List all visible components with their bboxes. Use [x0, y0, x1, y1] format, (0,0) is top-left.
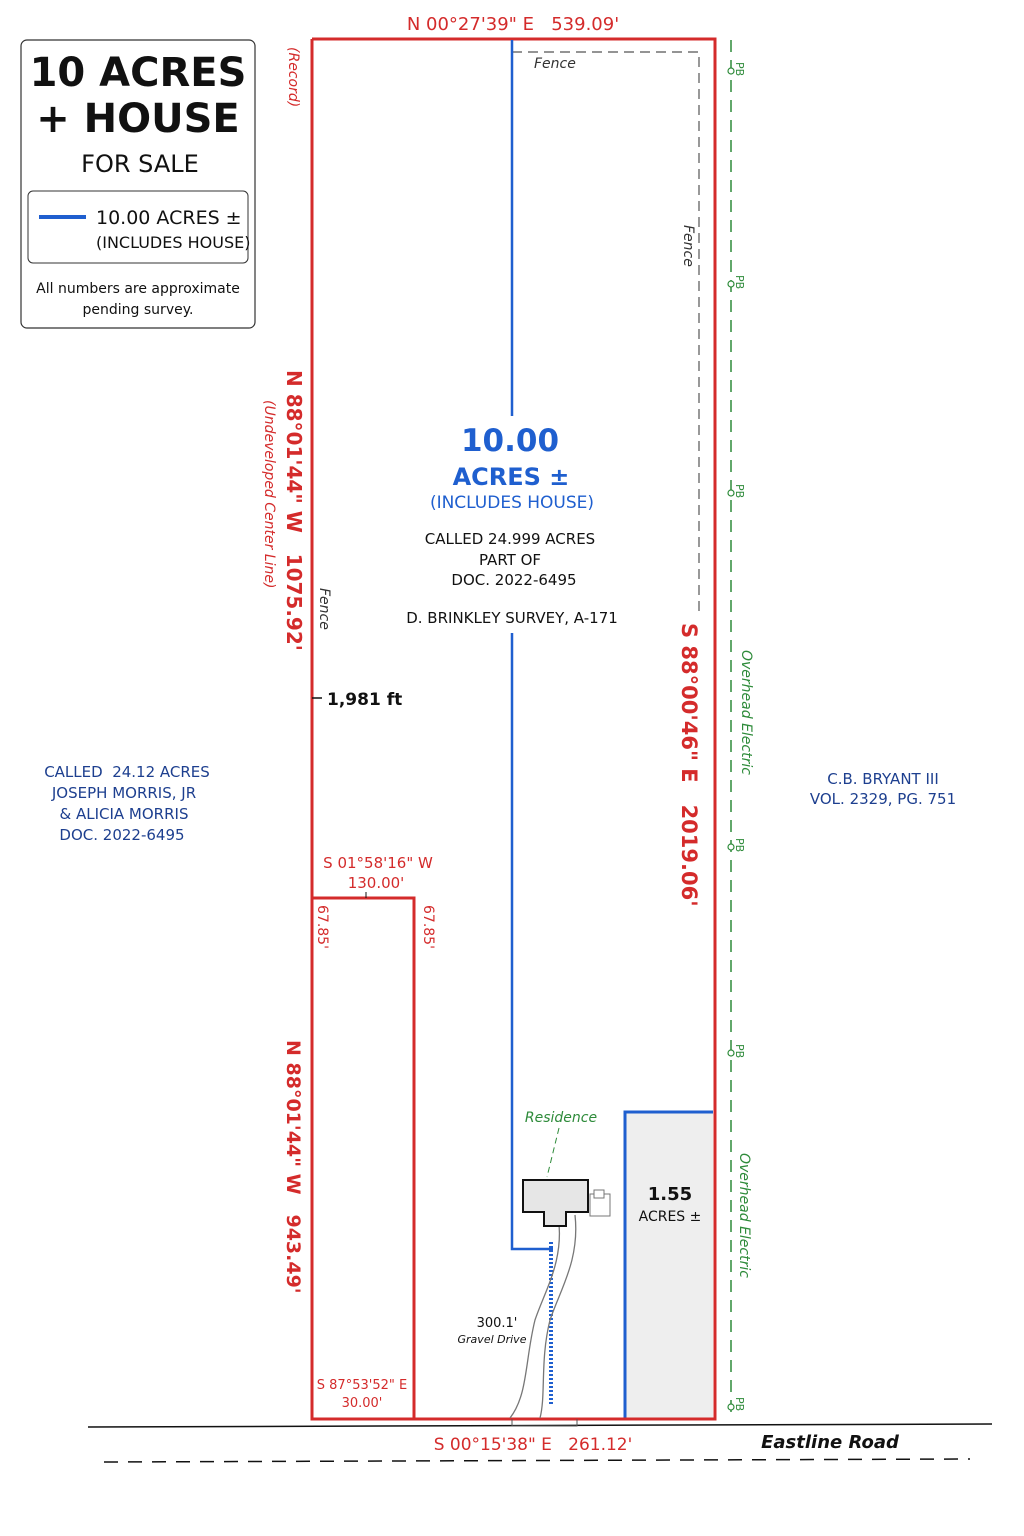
legend-key-line1: 10.00 ACRES ± [96, 207, 242, 229]
legend-title-line1: 10 ACRES [30, 50, 247, 96]
notch-right-label: 67.85' [420, 905, 436, 949]
pb-label-4: PB [733, 838, 746, 852]
legend-note-line1: All numbers are approximate [36, 281, 240, 297]
overhead-electric-label-lower: Overhead Electric [736, 1153, 752, 1278]
tract-called-line1: CALLED 24.999 ACRES [425, 530, 595, 548]
tract-acres-label: ACRES ± [453, 463, 570, 491]
drive-label: Gravel Drive [458, 1333, 527, 1346]
small-tract-area [625, 1112, 713, 1419]
small-tract-acres-label: ACRES ± [639, 1209, 702, 1225]
road-centerline [103, 1458, 971, 1463]
record-label: (Record) [285, 47, 301, 107]
pb-labels: PB PB PB PB PB PB [733, 62, 746, 1411]
tract-survey-label: D. BRINKLEY SURVEY, A-171 [406, 609, 618, 627]
notch-bottom-dist-label: 30.00' [342, 1396, 383, 1411]
west-neighbor-line1: CALLED 24.12 ACRES [44, 763, 210, 781]
south-dim-tick [511, 1419, 578, 1427]
property-boundary [310, 37, 717, 1421]
pb-label-6: PB [733, 1397, 746, 1411]
notch-top-dist-label: 130.00' [348, 874, 405, 892]
tract-acres-value: 10.00 [461, 423, 559, 459]
fence-line [512, 51, 700, 612]
ten-acre-blue-line [510, 40, 553, 1251]
pb-label-3: PB [733, 484, 746, 498]
west-upper-boundary-label: N 88°01'44" W 1075.92' [282, 370, 306, 651]
drive-length-label: 300.1' [477, 1316, 518, 1331]
east-boundary-label: S 88°00'46" E 2019.06' [677, 623, 701, 907]
small-tract-outline [623, 1110, 713, 1419]
west-neighbor-line2: JOSEPH MORRIS, JR [51, 784, 196, 802]
west-neighbor-line4: DOC. 2022-6495 [59, 826, 184, 844]
overhead-electric-label-upper: Overhead Electric [738, 650, 754, 775]
pb-label-1: PB [733, 62, 746, 76]
small-tract-acres-value: 1.55 [648, 1184, 692, 1205]
west-lower-boundary-label: N 88°01'44" W 943.49' [282, 1040, 304, 1294]
pb-label-5: PB [733, 1044, 746, 1058]
south-boundary-label: S 00°15'38" E 261.12' [434, 1435, 633, 1455]
tract-includes-label: (INCLUDES HOUSE) [430, 493, 594, 513]
tract-called-line2: PART OF [479, 551, 541, 569]
notch-bottom-bearing-label: S 87°53'52" E [317, 1378, 407, 1393]
legend-title-line2: + HOUSE [36, 96, 240, 142]
fence-label-top: Fence [534, 56, 576, 72]
fence-label-west: Fence [316, 588, 332, 630]
residence-building [522, 1179, 611, 1227]
pole-markers [727, 67, 735, 1411]
residence-leader [546, 1127, 560, 1178]
legend-note-line2: pending survey. [83, 302, 194, 318]
legend-panel: 10 ACRES + HOUSE FOR SALE 10.00 ACRES ± … [20, 39, 256, 329]
west-upper-sub-label: (Undeveloped Center Line) [261, 400, 277, 588]
road-label: Eastline Road [761, 1432, 900, 1453]
gravel-drive [509, 1214, 577, 1419]
notch-left-label: 67.85' [314, 905, 330, 949]
pb-label-2: PB [733, 275, 746, 289]
notch-top-bearing-label: S 01°58'16" W [323, 854, 433, 872]
residence-label: Residence [525, 1110, 597, 1126]
legend-for-sale: FOR SALE [81, 150, 199, 178]
length-marker-label: 1,981 ft [327, 690, 402, 710]
north-boundary-label: N 00°27'39" E 539.09' [407, 14, 619, 35]
east-neighbor-line1: C.B. BRYANT III [827, 770, 939, 788]
fence-label-right: Fence [680, 225, 696, 267]
west-neighbor-line3: & ALICIA MORRIS [60, 805, 189, 823]
tract-called-line3: DOC. 2022-6495 [451, 571, 576, 589]
legend-key-line2: (INCLUDES HOUSE) [96, 233, 250, 252]
east-neighbor-line2: VOL. 2329, PG. 751 [810, 790, 956, 808]
